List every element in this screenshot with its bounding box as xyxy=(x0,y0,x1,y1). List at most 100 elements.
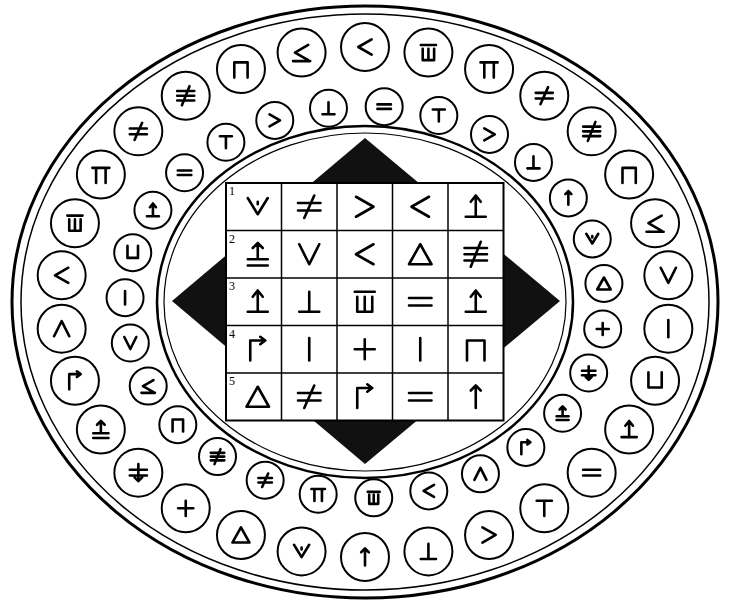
glyph-circle xyxy=(471,116,508,153)
circle-glyph xyxy=(234,62,247,77)
glyph-circle xyxy=(51,199,99,247)
circle-glyph xyxy=(147,203,159,216)
glyph-circle xyxy=(341,23,389,71)
glyph-circle xyxy=(217,45,265,93)
circle-glyph xyxy=(622,168,635,183)
glyph-circle xyxy=(278,29,326,77)
glyph-circle xyxy=(465,45,513,93)
glyph-circle xyxy=(300,476,337,513)
circle-glyph xyxy=(597,323,609,335)
circle-glyph xyxy=(92,168,109,183)
glyph-circle xyxy=(207,124,244,161)
cipher-glyph xyxy=(409,393,432,401)
glyph-circle xyxy=(515,144,552,181)
circle-glyph xyxy=(130,464,147,481)
glyph-circle xyxy=(278,527,326,575)
circle-glyph xyxy=(586,234,598,244)
circle-glyph xyxy=(258,473,272,487)
glyph-circle xyxy=(112,325,149,362)
circle-glyph xyxy=(220,136,232,148)
circle-glyph xyxy=(93,421,108,438)
cipher-glyph xyxy=(409,244,432,264)
circle-glyph xyxy=(537,501,552,516)
cipher-glyph xyxy=(248,243,268,266)
grid-frame xyxy=(226,183,504,421)
cipher-glyph xyxy=(248,291,268,312)
circle-glyph xyxy=(294,545,309,557)
inner-ring xyxy=(157,126,573,478)
circle-glyph xyxy=(484,128,495,140)
glyph-circle xyxy=(584,310,621,347)
circle-glyph xyxy=(424,485,435,497)
grid-line xyxy=(392,183,394,421)
glyph-circle xyxy=(644,305,692,353)
cipher-glyph xyxy=(466,291,486,312)
glyph-circle xyxy=(574,220,611,257)
circle-glyph xyxy=(557,407,569,421)
black-diamond xyxy=(172,138,560,464)
glyph-circle xyxy=(404,29,452,77)
circle-glyph xyxy=(521,440,530,454)
grid-line xyxy=(226,325,504,327)
cipher-glyph xyxy=(412,197,430,217)
row-number: 3 xyxy=(229,280,235,292)
glyph-circle xyxy=(550,179,587,216)
glyph-circle xyxy=(631,199,679,247)
grid-line xyxy=(281,183,283,421)
glyph-circle xyxy=(605,151,653,199)
glyph-circle xyxy=(51,357,99,405)
circle-glyph xyxy=(661,268,676,283)
glyph-circle xyxy=(162,72,210,120)
circle-glyph xyxy=(293,45,310,61)
circle-glyph xyxy=(173,419,184,431)
circle-glyph xyxy=(622,421,637,437)
glyph-circle xyxy=(341,533,389,581)
row-number: 4 xyxy=(229,328,235,340)
circle-glyph xyxy=(178,171,192,176)
glyph-circle xyxy=(355,479,392,516)
glyph-circle xyxy=(247,462,284,499)
glyph-circle xyxy=(568,449,616,497)
circle-glyph xyxy=(178,501,193,516)
circle-glyph xyxy=(211,449,225,464)
cipher-glyph xyxy=(419,338,422,361)
circle-glyph xyxy=(130,123,147,140)
glyph-circle-ring xyxy=(38,23,693,581)
grid-line xyxy=(336,183,338,421)
cipher-glyph xyxy=(357,384,372,408)
circle-glyph xyxy=(232,527,249,542)
glyph-circle-ring xyxy=(107,88,623,516)
circle-glyph xyxy=(124,291,127,305)
cipher-glyph xyxy=(250,337,265,361)
glyph-circle xyxy=(77,406,125,454)
glyph-circle xyxy=(366,88,403,125)
grid-line xyxy=(226,277,504,279)
glyph-circle xyxy=(199,438,236,475)
cipher-glyph xyxy=(298,386,321,409)
cipher-glyph xyxy=(409,298,432,306)
circle-glyph xyxy=(582,366,596,380)
glyph-circle xyxy=(462,455,499,492)
glyph-circle xyxy=(544,395,581,432)
grid-line xyxy=(226,372,504,374)
circle-glyph xyxy=(597,277,611,289)
glyph-circle xyxy=(520,72,568,120)
circle-glyph xyxy=(647,216,664,232)
glyph-circle xyxy=(159,406,196,443)
circle-glyph xyxy=(421,45,436,60)
cipher-glyph xyxy=(299,244,319,264)
glyph-circle xyxy=(217,511,265,559)
glyph-circle xyxy=(410,472,447,509)
circle-glyph xyxy=(55,268,68,283)
circle-glyph xyxy=(358,39,371,54)
circle-glyph xyxy=(361,548,369,565)
glyph-circle xyxy=(134,192,171,229)
circle-glyph xyxy=(127,246,138,258)
glyph-circle xyxy=(107,279,144,316)
glyph-circle xyxy=(465,511,513,559)
circle-glyph xyxy=(583,470,600,476)
glyph-circle xyxy=(420,97,457,134)
circle-glyph xyxy=(474,468,486,480)
circle-glyph xyxy=(583,122,600,141)
